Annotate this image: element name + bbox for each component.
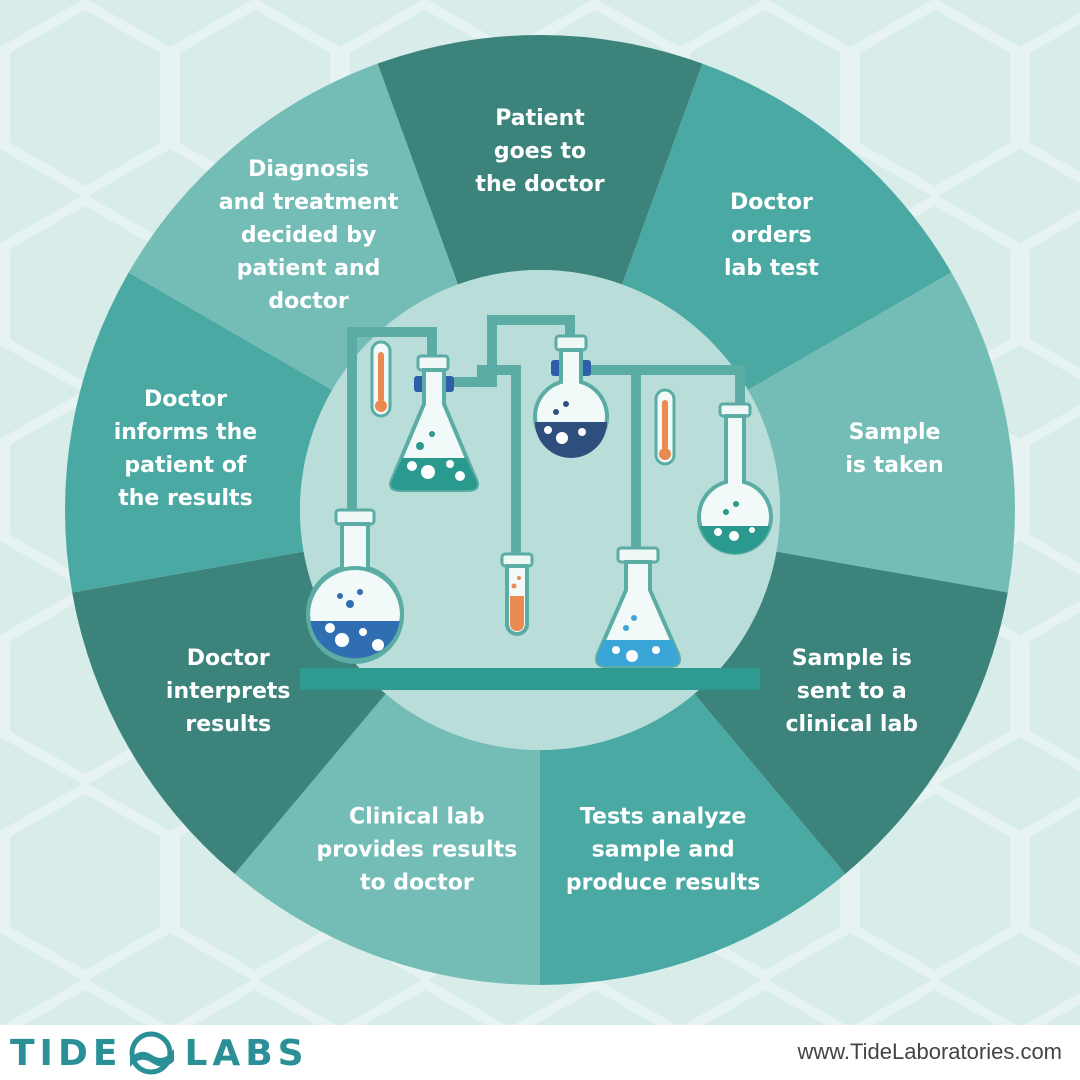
lab-bench — [300, 668, 760, 690]
volumetric-flask — [697, 402, 773, 555]
step-label-line: Patient — [495, 106, 585, 131]
step-segment-6 — [234, 693, 540, 985]
lab-illustration — [300, 315, 773, 690]
step-label-8: Doctor informs the patient of the results — [114, 387, 258, 511]
step-label-5: Tests analyze sample and produce results — [566, 804, 760, 895]
round-flask-navy — [533, 334, 609, 458]
step-label-line: Tests analyze — [580, 804, 746, 829]
step-segment-5 — [540, 693, 846, 985]
round-flask-large — [306, 508, 404, 664]
step-label-line: Doctor — [144, 387, 227, 412]
step-label-line: decided by — [241, 223, 376, 248]
step-label-3: Sample is taken — [845, 420, 943, 478]
thermometer-left — [370, 340, 392, 418]
step-label-2: Doctor orders lab test — [724, 190, 819, 281]
step-label-line: sent to a — [797, 679, 907, 704]
connecting-tube-3 — [477, 365, 521, 561]
step-label-line: and treatment — [219, 190, 399, 215]
step-label-line: informs the — [114, 420, 258, 445]
step-segment-8 — [64, 272, 333, 593]
step-segment-3 — [747, 272, 1015, 593]
conical-flask-blue — [595, 546, 681, 668]
step-label-line: Sample is — [792, 646, 912, 671]
step-label-9: Diagnosis and treatment decided by patient … — [219, 157, 399, 314]
step-label-line: orders — [731, 223, 812, 248]
step-label-line: the doctor — [475, 172, 604, 197]
conical-flask-teal — [389, 354, 479, 492]
step-label-line: sample and — [592, 837, 735, 862]
step-label-line: interprets — [166, 679, 291, 704]
step-label-line: patient and — [237, 256, 381, 281]
step-label-line: goes to — [494, 139, 586, 164]
thermometer-right — [654, 388, 676, 466]
step-label-7: Doctor interprets results — [166, 646, 291, 737]
step-label-line: produce results — [566, 870, 760, 895]
step-label-line: Doctor — [730, 190, 813, 215]
footer: TIDE LABS www.TideLaboratories.com — [0, 1025, 1080, 1080]
website-link[interactable]: www.TideLaboratories.com — [797, 1039, 1062, 1064]
step-segment-2 — [622, 63, 952, 391]
step-segment-1 — [377, 35, 703, 285]
step-segment-9 — [128, 63, 458, 391]
tide-labs-logo: TIDE LABS — [10, 1031, 309, 1075]
step-label-line: Doctor — [187, 646, 270, 671]
logo-word-right: LABS — [184, 1032, 309, 1074]
step-segment-7 — [72, 551, 386, 874]
step-label-line: results — [185, 712, 271, 737]
step-label-line: Clinical lab — [349, 804, 485, 829]
step-label-line: Diagnosis — [248, 157, 369, 182]
step-label-line: patient of — [124, 453, 247, 478]
step-label-1: Patient goes to the doctor — [475, 106, 604, 197]
step-label-4: Sample is sent to a clinical lab — [785, 646, 918, 737]
test-tube-orange — [500, 552, 534, 636]
connecting-tube-1 — [347, 327, 437, 517]
step-label-line: to doctor — [360, 870, 474, 895]
wave-logo-icon — [129, 1031, 175, 1075]
step-label-line: clinical lab — [785, 712, 918, 737]
step-label-line: is taken — [845, 453, 943, 478]
step-label-6: Clinical lab provides results to doctor — [317, 804, 518, 895]
step-label-line: lab test — [724, 256, 819, 281]
step-label-line: the results — [118, 486, 252, 511]
logo-word-left: TIDE — [10, 1032, 123, 1074]
step-segment-4 — [694, 551, 1008, 874]
step-label-line: doctor — [268, 289, 349, 314]
step-label-line: provides results — [317, 837, 518, 862]
step-label-line: Sample — [849, 420, 941, 445]
